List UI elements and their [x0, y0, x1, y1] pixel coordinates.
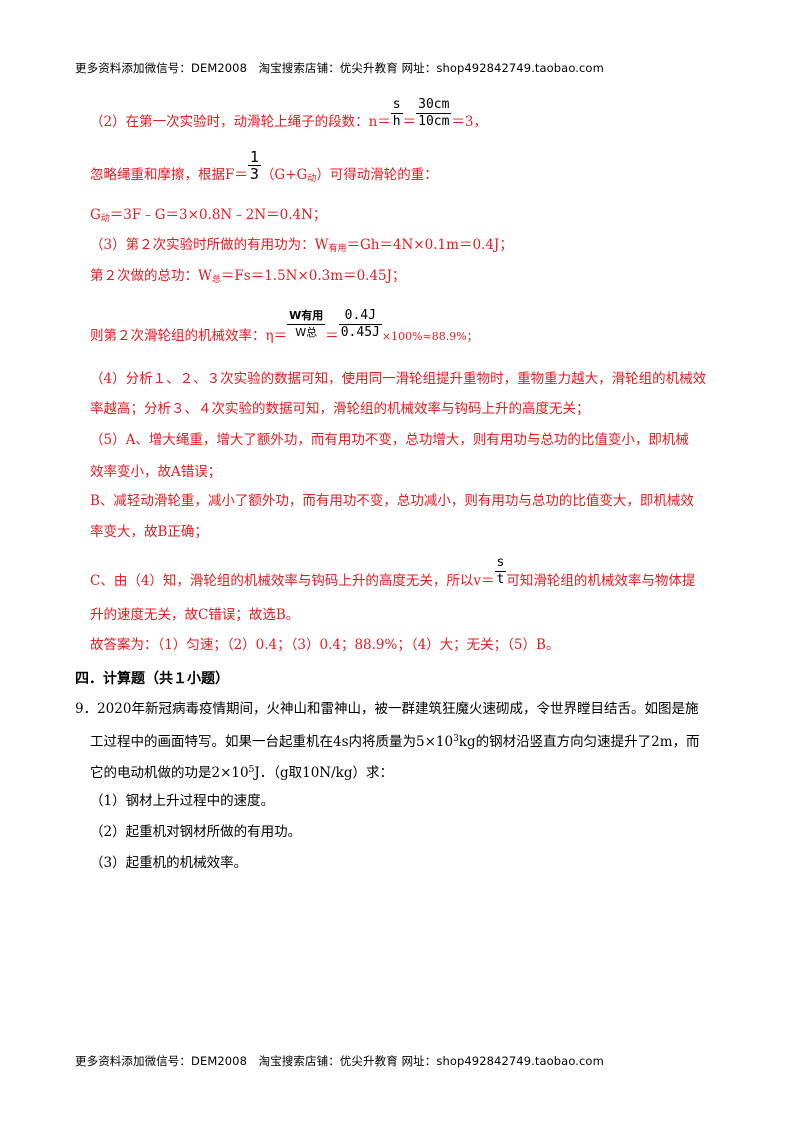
- question-sub1: （1）钢材上升过程中的速度。: [90, 793, 275, 809]
- solution-text: ）可得动滑轮的重：: [316, 167, 438, 183]
- question-text: 它的电动机做的功是2×10: [90, 765, 249, 781]
- superscript: 5: [248, 765, 255, 775]
- equals-sign: ＝: [325, 328, 339, 344]
- solution-text: ＝Gh＝4N×0.1m＝0.4J；: [346, 237, 513, 253]
- question-line2: 工过程中的画面特写。如果一台起重机在4s内将质量为5×103kg的钢材沿竖直方向…: [90, 729, 700, 752]
- solution-part3-line1: （3）第２次实验时所做的有用功为：W有用＝Gh＝4N×0.1m＝0.4J；: [90, 235, 513, 259]
- fraction-denominator: 10cm: [418, 114, 450, 129]
- subscript: 有用: [328, 244, 347, 254]
- solution-text: （3）第２次实验时所做的有用功为：W: [90, 237, 329, 253]
- solution-part5-line6: 升的速度无关，故C错误；故选B。: [90, 607, 300, 623]
- fraction-denominator: W总: [295, 326, 318, 339]
- solution-text: （G+G: [260, 167, 308, 183]
- solution-part3-line2: 第２次做的总功：W总＝Fs＝1.5N×0.3m＝0.45J；: [90, 266, 406, 290]
- solution-part4-line1: （4）分析１、２、３次实验的数据可知，使用同一滑轮组提升重物时，重物重力越大，滑…: [90, 371, 707, 387]
- solution-text: G: [90, 207, 101, 223]
- solution-text: 第２次做的总功：W: [90, 268, 212, 284]
- question-text: 工过程中的画面特写。如果一台起重机在4s内将质量为5×10: [90, 734, 454, 750]
- question-text: kg的钢材沿竖直方向匀速提升了2m，而: [458, 734, 700, 750]
- solution-text: 则第２次滑轮组的机械效率：η＝: [90, 328, 288, 344]
- solution-text: （2）在第一次实验时，动滑轮上绳子的段数：n＝: [90, 114, 391, 130]
- solution-part5-line1: （5）A、增大绳重，增大了额外功，而有用功不变，总功增大，则有用功与总功的比值变…: [90, 432, 689, 448]
- solution-part5-line2: 效率变小，故A错误；: [90, 464, 222, 480]
- section-title: 四．计算题（共１小题）: [75, 671, 229, 687]
- question-sub2: （2）起重机对钢材所做的有用功。: [90, 824, 302, 840]
- solution-text: ＝3F﹣G＝3×0.8N﹣2N＝0.4N；: [109, 207, 327, 223]
- fraction-numerator: s: [494, 555, 507, 572]
- question-line3: 它的电动机做的功是2×105J．（g取10N/kg）求：: [90, 760, 393, 783]
- solution-text: 可知滑轮组的机械效率与物体提: [506, 573, 696, 589]
- subscript: 动: [100, 214, 110, 224]
- page-header: 更多资料添加微信号：DEM2008 淘宝搜索店铺：优尖升教育 网址：shop49…: [75, 61, 604, 75]
- question-sub3: （3）起重机的机械效率。: [90, 855, 248, 871]
- solution-text: ＝3，: [451, 114, 488, 130]
- fraction-denominator: t: [496, 572, 505, 587]
- solution-part2-line3: G动＝3F﹣G＝3×0.8N﹣2N＝0.4N；: [90, 205, 326, 229]
- fraction-numerator: W有用: [287, 308, 326, 325]
- question-text: J．（g取10N/kg）求：: [254, 765, 393, 781]
- answer-line: 故答案为：（1）匀速；（2）0.4；（3）0.4；88.9%；（4）大；无关；（…: [90, 637, 560, 653]
- solution-text: ×100%≈88.9%；: [381, 330, 478, 343]
- fraction-numerator: 30cm: [416, 97, 452, 114]
- subscript: 动: [307, 174, 317, 184]
- page-footer: 更多资料添加微信号：DEM2008 淘宝搜索店铺：优尖升教育 网址：shop49…: [75, 1054, 604, 1068]
- question-line1: 9．2020年新冠病毒疫情期间，火神山和雷神山，被一群建筑狂魔火速砌成，令世界瞠…: [75, 701, 699, 717]
- solution-text: C、由（4）知，滑轮组的机械效率与钩码上升的高度无关，所以v＝: [90, 573, 495, 589]
- fraction-numerator: 0.4J: [338, 308, 382, 325]
- fraction-denominator: 3: [249, 165, 259, 183]
- solution-part4-line2: 率越高；分析３、４次实验的数据可知，滑轮组的机械效率与钩码上升的高度无关；: [90, 401, 590, 417]
- solution-part5-line3: B、减轻动滑轮重，减小了额外功，而有用功不变，总功减小，则有用功与总功的比值变大…: [90, 493, 694, 509]
- equals-sign: ＝: [402, 114, 417, 130]
- fraction-denominator: 0.45J: [340, 325, 380, 340]
- solution-text: 忽略绳重和摩擦，根据F＝: [90, 167, 248, 183]
- solution-text: ＝Fs＝1.5N×0.3m＝0.45J；: [220, 268, 406, 284]
- subscript: 总: [211, 275, 221, 285]
- fraction-denominator: h: [392, 114, 401, 129]
- fraction-numerator: 1: [247, 148, 261, 166]
- solution-part5-line4: 率变大，故B正确；: [90, 524, 208, 540]
- fraction-numerator: s: [390, 97, 403, 114]
- superscript: 3: [453, 734, 459, 744]
